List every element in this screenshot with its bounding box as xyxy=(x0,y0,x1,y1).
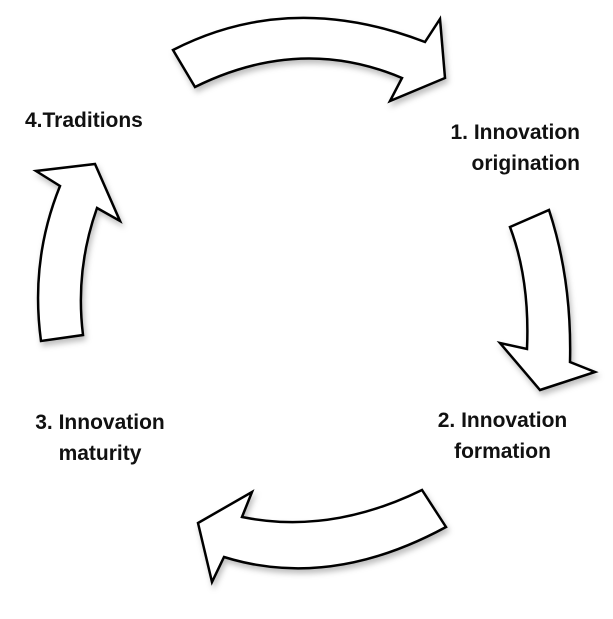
stage-1-line1: 1. Innovation xyxy=(450,121,580,144)
arrow-top-icon xyxy=(171,15,447,104)
arrow-left-icon xyxy=(32,162,123,343)
arrow-bottom-icon xyxy=(196,488,448,586)
arrow-right-icon xyxy=(496,208,599,392)
stage-1-label: 1. Innovation origination xyxy=(385,117,580,179)
stage-3-line1: 3. Innovation xyxy=(35,411,165,434)
stage-1-line2: origination xyxy=(471,152,581,175)
stage-3-line2: maturity xyxy=(58,442,142,465)
stage-3-label: 3. Innovation maturity xyxy=(10,407,190,469)
stage-4-line1: 4.Traditions xyxy=(25,109,143,132)
stage-4-label: 4.Traditions xyxy=(25,105,143,136)
stage-2-line1: 2. Innovation xyxy=(437,409,568,432)
stage-2-label: 2. Innovation formation xyxy=(400,405,605,467)
stage-2-line2: formation xyxy=(454,440,551,463)
